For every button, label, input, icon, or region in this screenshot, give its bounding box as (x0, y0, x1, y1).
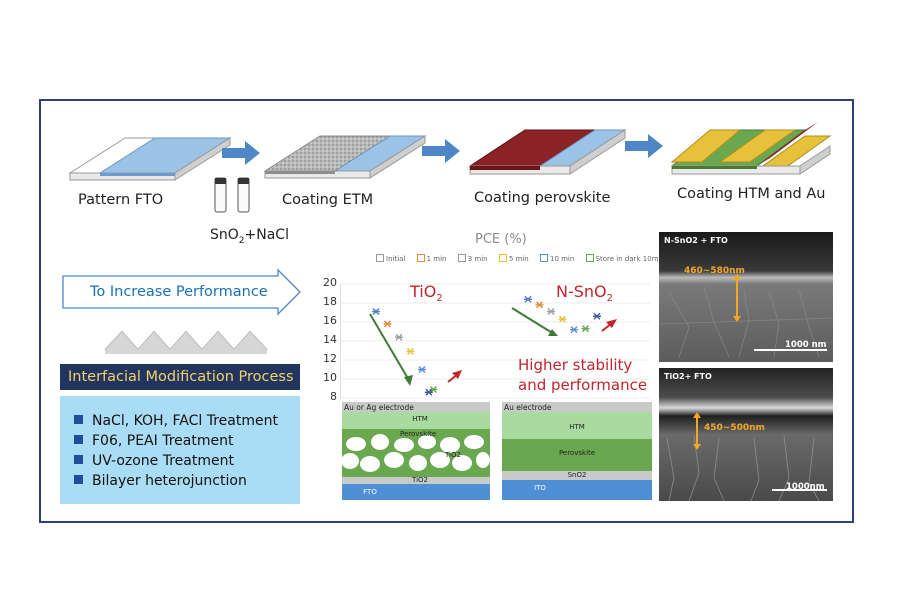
y-tick-label: 16 (323, 314, 337, 327)
bullet-icon (74, 475, 83, 484)
performance-arrow-graphic (62, 268, 301, 354)
performance-arrow-label: To Increase Performance (90, 284, 268, 300)
list-item: Bilayer heterojunction (74, 473, 247, 489)
substrate-pattern-fto (68, 137, 232, 181)
substrate-coating-perovskite (468, 129, 627, 175)
y-tick-label: 10 (323, 371, 337, 384)
right-etl-label: SnO2 (567, 471, 587, 479)
sem-bottom-thickness: 450~500nm (704, 423, 765, 433)
legend-item: Initial (376, 254, 405, 263)
left-htm-label: HTM (412, 415, 428, 423)
sem-bottom-label: TiO2+ FTO (664, 372, 712, 381)
tio2-label: TiO2 (410, 282, 443, 305)
y-tick-label: 8 (330, 390, 337, 403)
interfacial-heading: Interfacial Modification Process (60, 364, 300, 390)
list-item: F06, PEAI Treatment (74, 433, 233, 449)
step-label-coating-etm: Coating ETM (282, 192, 374, 208)
sem-image-n-sno2 (659, 232, 833, 362)
legend-item: 5 min (498, 254, 529, 263)
sem-top-scale: 1000 nm (785, 340, 827, 350)
chart-grid (340, 283, 650, 399)
y-tick-label: 12 (323, 352, 337, 365)
process-illustration (68, 122, 832, 213)
left-fto-label: FTO (363, 488, 377, 496)
right-device-stack (502, 402, 652, 500)
left-compact-label: TiO2 (412, 476, 428, 484)
stability-label-line2: and performance (518, 376, 648, 394)
data-point (372, 308, 380, 316)
data-point (429, 385, 438, 393)
legend-item: Store in dark 10min (585, 254, 665, 263)
interfacial-list: NaCl, KOH, FACl Treatment F06, PEAI Trea… (60, 396, 300, 504)
process-arrow-2 (422, 139, 460, 163)
data-point (547, 308, 555, 316)
list-item: NaCl, KOH, FACl Treatment (74, 413, 278, 429)
sem-bottom-scale: 1000nm (786, 482, 825, 492)
chart-marks (372, 295, 601, 396)
data-point (524, 295, 532, 303)
y-tick-label: 20 (323, 276, 337, 289)
right-ito-label: ITO (534, 484, 546, 492)
sem-top-thickness: 460~580nm (684, 266, 745, 276)
left-top-electrode-label: Au or Ag electrode (344, 403, 414, 412)
legend-item: 1 min (416, 254, 447, 263)
substrate-coating-etm (263, 135, 427, 179)
data-point (395, 333, 403, 341)
legend-item: 3 min (457, 254, 488, 263)
legend-item: 10 min (539, 254, 574, 263)
process-arrow-3 (625, 134, 663, 158)
right-perovskite-label: Perovskite (558, 449, 596, 457)
bullet-icon (74, 415, 83, 424)
y-tick-label: 14 (323, 333, 337, 346)
stability-label-line1: Higher stability (518, 356, 633, 374)
data-point (581, 325, 590, 333)
data-point (535, 301, 544, 309)
left-perovskite-label: Perovskite (400, 430, 437, 438)
bullet-icon (74, 435, 83, 444)
data-point (570, 326, 578, 334)
bullet-icon (74, 455, 83, 464)
vial-label: SnO2+NaCl (210, 227, 289, 246)
substrate-coating-htm-au (670, 122, 832, 175)
n-sno2-label: N-SnO2 (556, 282, 614, 305)
data-point (424, 388, 433, 396)
chart-legend: Initial 1 min 3 min 5 min 10 min Store i… (376, 254, 674, 263)
list-item: UV-ozone Treatment (74, 453, 234, 469)
vial-icons (214, 177, 250, 213)
left-device-stack (342, 402, 490, 500)
sem-top-label: N-SnO2 + FTO (664, 236, 728, 245)
trend-arrows (369, 307, 617, 386)
step-label-pattern-fto: Pattern FTO (78, 192, 164, 208)
data-point (593, 312, 601, 320)
process-arrow-1 (222, 141, 260, 165)
left-mesoporous-label: TiO2 (445, 451, 461, 459)
data-point (558, 315, 567, 323)
right-top-electrode-label: Au electrode (504, 403, 552, 412)
pce-chart-plot (340, 283, 650, 399)
data-point (418, 366, 426, 373)
sem-image-tio2 (659, 368, 833, 501)
step-label-coating-perovskite: Coating perovskite (474, 190, 611, 206)
right-htm-label: HTM (569, 423, 585, 431)
data-point (406, 347, 415, 355)
step-label-coating-htm-au: Coating HTM and Au (677, 186, 826, 202)
y-tick-label: 18 (323, 295, 337, 308)
chart-title: PCE (%) (475, 232, 527, 247)
data-point (383, 320, 392, 328)
